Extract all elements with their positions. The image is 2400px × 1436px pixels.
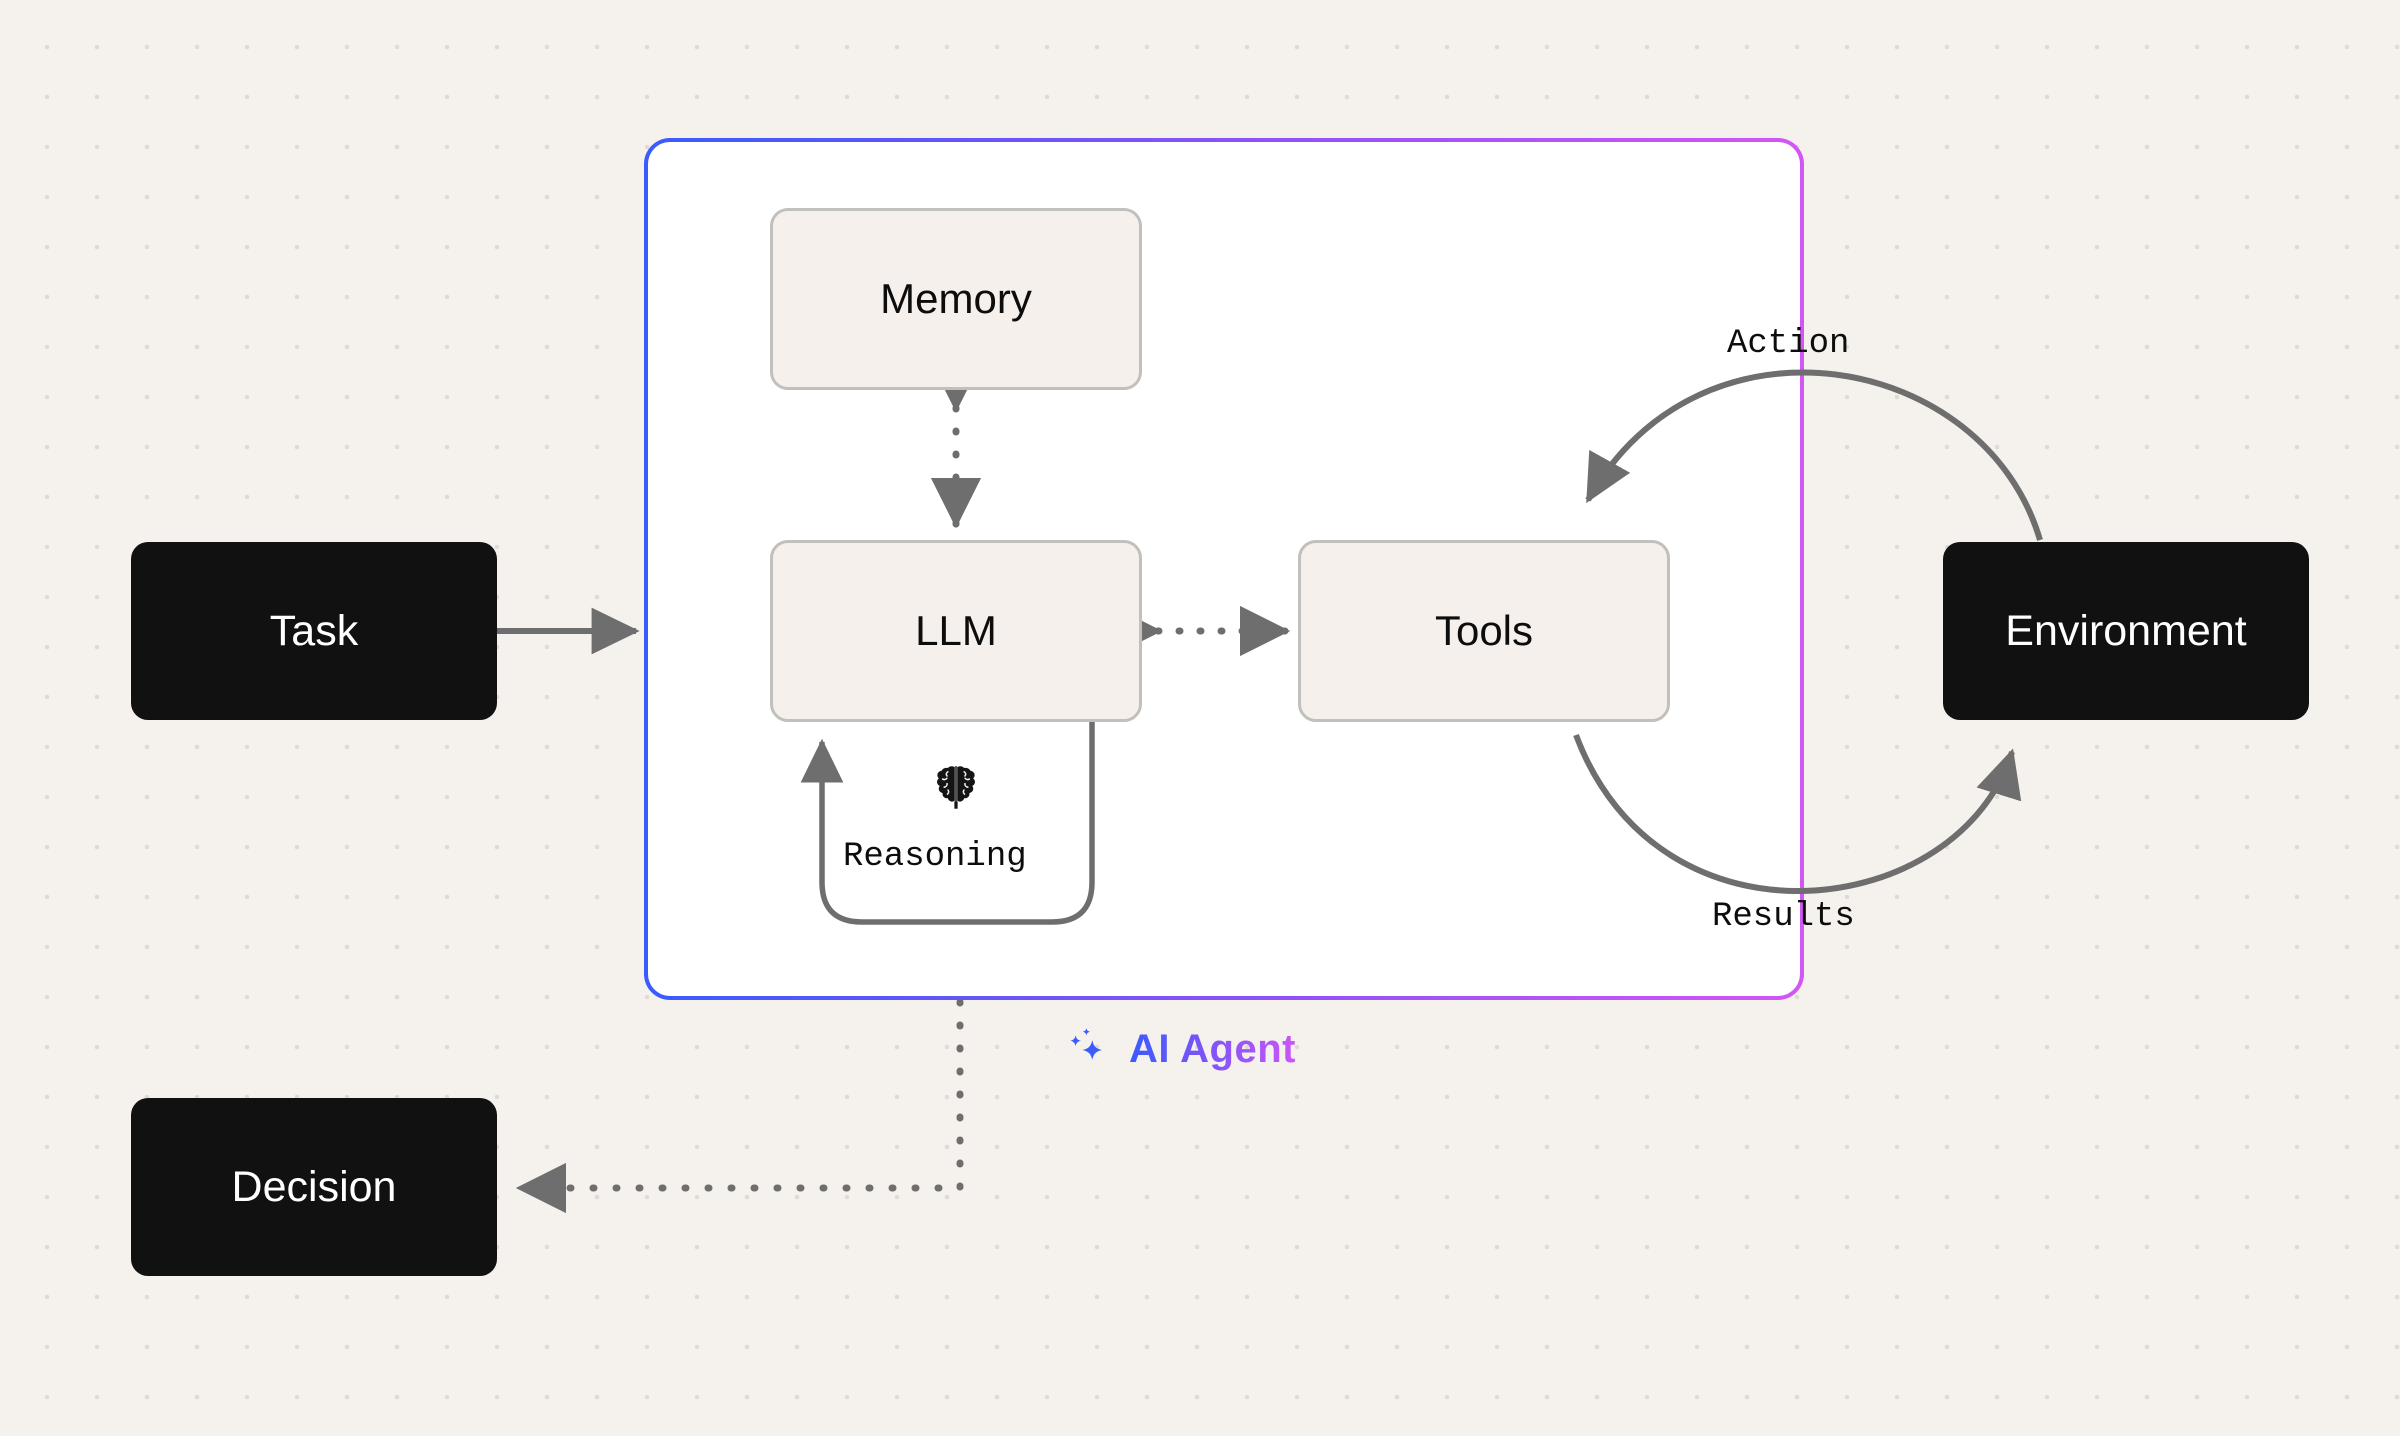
sparkle-icon [1070, 1028, 1103, 1060]
node-decision[interactable]: Decision [131, 1098, 497, 1276]
brain-icon [937, 766, 975, 809]
component-label-tools: Tools [1434, 607, 1534, 654]
connector-agent-to-decision [515, 998, 964, 1214]
node-task[interactable]: Task [131, 542, 497, 720]
component-label-memory: Memory [880, 275, 1032, 322]
node-label-environment: Environment [2005, 606, 2247, 655]
component-label-llm: LLM [915, 607, 997, 654]
node-label-task: Task [269, 606, 359, 655]
arc-label-action: Action [1727, 325, 1850, 363]
arc-label-results: Results [1712, 898, 1855, 936]
node-label-decision: Decision [231, 1162, 397, 1211]
ai-agent-caption: AI Agent [1063, 1023, 1296, 1075]
component-box-tools[interactable]: Tools [1298, 540, 1670, 722]
component-box-memory[interactable]: Memory [770, 208, 1142, 390]
component-box-llm[interactable]: LLM [770, 540, 1142, 722]
node-environment[interactable]: Environment [1943, 542, 2309, 720]
ai-agent-caption-text: AI Agent [1129, 1026, 1296, 1071]
loop-label-reasoning: Reasoning [843, 838, 1027, 876]
